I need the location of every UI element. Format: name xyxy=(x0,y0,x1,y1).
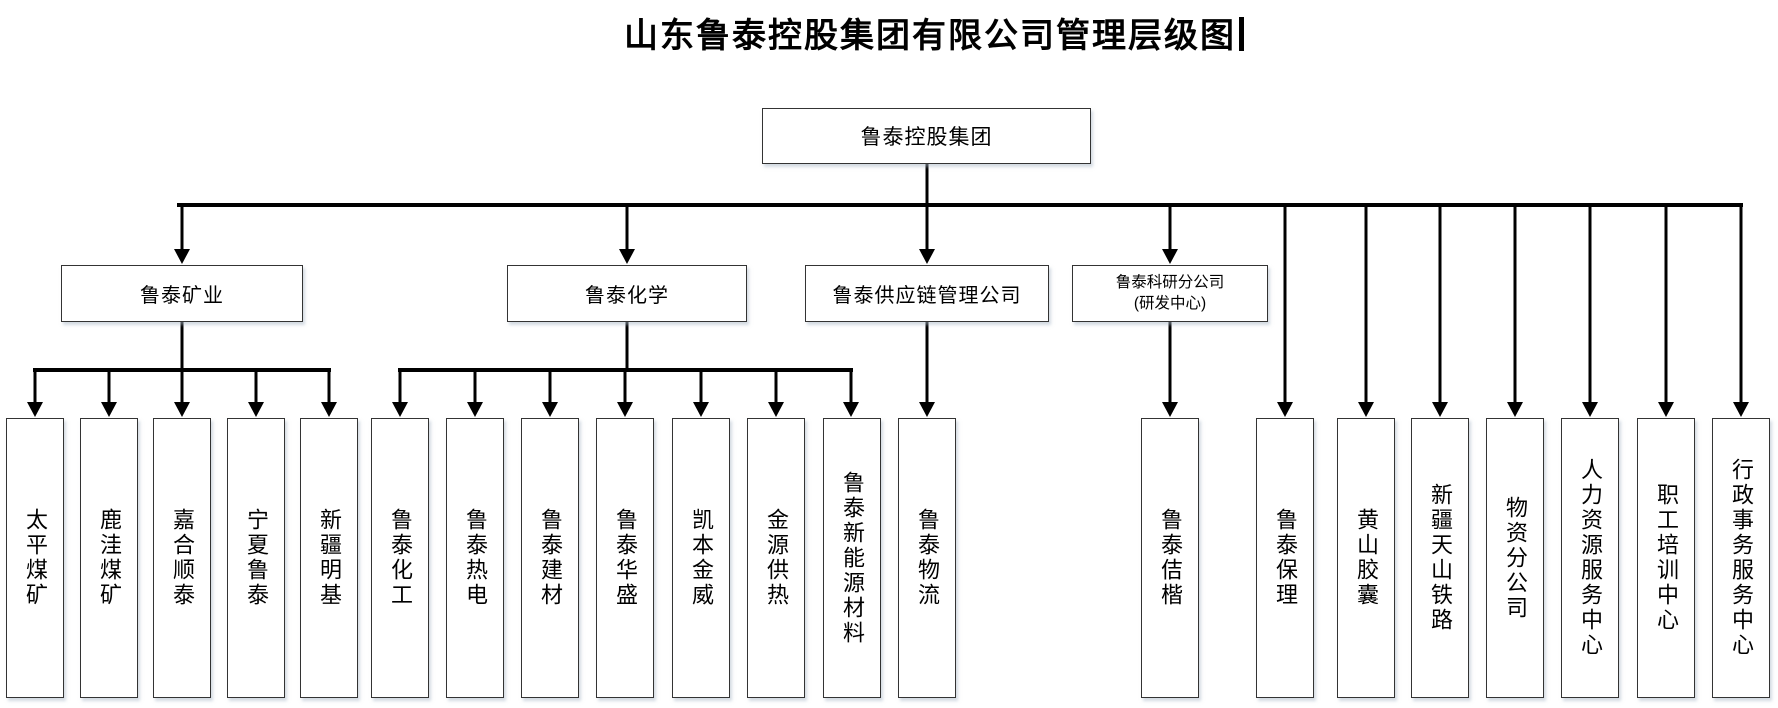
org-node-lutai-chemical[interactable]: 鲁泰化学 xyxy=(507,265,747,322)
org-node-label: 鲁泰矿业 xyxy=(140,285,224,307)
org-node-staff-training-center[interactable]: 职工培训中心 xyxy=(1637,418,1695,698)
org-node-label: 鲁泰保理 xyxy=(1273,508,1298,608)
org-node-label: 物资分公司 xyxy=(1503,495,1528,621)
org-node-taiping-coal[interactable]: 太平煤矿 xyxy=(6,418,64,698)
org-node-lutai-new-energy[interactable]: 鲁泰新能源材料 xyxy=(823,418,881,698)
org-node-label: 鲁泰控股集团 xyxy=(860,126,993,149)
org-node-lutai-mining[interactable]: 鲁泰矿业 xyxy=(61,265,303,322)
text-cursor xyxy=(1239,17,1244,51)
org-node-label: 鲁泰化学 xyxy=(585,285,669,307)
org-node-label: 太平煤矿 xyxy=(23,508,48,608)
org-node-root[interactable]: 鲁泰控股集团 xyxy=(762,108,1091,164)
org-node-lutai-factoring[interactable]: 鲁泰保理 xyxy=(1256,418,1314,698)
org-node-label: 宁夏鲁泰 xyxy=(244,508,269,608)
page-title: 山东鲁泰控股集团有限公司管理层级图 xyxy=(624,18,1236,55)
org-node-kaiben-jinwei[interactable]: 凯本金威 xyxy=(672,418,730,698)
org-node-hr-service-center[interactable]: 人力资源服务中心 xyxy=(1561,418,1619,698)
org-node-luwa-coal[interactable]: 鹿洼煤矿 xyxy=(80,418,138,698)
org-node-label: 鲁泰科研分公司 xyxy=(1115,273,1225,291)
org-node-lutai-huasheng[interactable]: 鲁泰华盛 xyxy=(596,418,654,698)
org-node-label: 鲁泰热电 xyxy=(463,508,488,608)
org-node-label: (研发中心) xyxy=(1133,294,1207,312)
org-node-lutai-logistics[interactable]: 鲁泰物流 xyxy=(898,418,956,698)
org-node-xinjiang-mingji[interactable]: 新疆明基 xyxy=(300,418,358,698)
org-node-label: 人力资源服务中心 xyxy=(1578,458,1603,658)
title-row: 山东鲁泰控股集团有限公司管理层级图 xyxy=(90,8,1778,57)
org-node-lutai-supply-chain[interactable]: 鲁泰供应链管理公司 xyxy=(805,265,1049,322)
org-node-huangshan-capsule[interactable]: 黄山胶囊 xyxy=(1337,418,1395,698)
org-node-lutai-jikai[interactable]: 鲁泰佶楷 xyxy=(1141,418,1199,698)
org-node-admin-service-center[interactable]: 行政事务服务中心 xyxy=(1712,418,1770,698)
org-node-label: 鲁泰物流 xyxy=(915,508,940,608)
org-node-label: 凯本金威 xyxy=(689,508,714,608)
org-node-label: 鲁泰华盛 xyxy=(613,508,638,608)
org-node-label: 鲁泰佶楷 xyxy=(1158,508,1183,608)
org-node-label: 嘉合顺泰 xyxy=(170,508,195,608)
org-node-label: 新疆天山铁路 xyxy=(1428,483,1453,633)
org-node-label: 职工培训中心 xyxy=(1654,483,1679,633)
org-node-lutai-huagong[interactable]: 鲁泰化工 xyxy=(371,418,429,698)
org-node-label: 鲁泰化工 xyxy=(388,508,413,608)
org-node-label: 鹿洼煤矿 xyxy=(97,508,122,608)
org-node-tianshan-railway[interactable]: 新疆天山铁路 xyxy=(1411,418,1469,698)
org-node-jinyuan-heating[interactable]: 金源供热 xyxy=(747,418,805,698)
org-node-lutai-research[interactable]: 鲁泰科研分公司 (研发中心) xyxy=(1072,265,1268,322)
org-node-materials-branch[interactable]: 物资分公司 xyxy=(1486,418,1544,698)
org-node-lutai-building-materials[interactable]: 鲁泰建材 xyxy=(521,418,579,698)
org-node-label: 黄山胶囊 xyxy=(1354,508,1379,608)
org-node-jiahe-shuntai[interactable]: 嘉合顺泰 xyxy=(153,418,211,698)
org-node-label: 鲁泰新能源材料 xyxy=(840,470,865,646)
org-node-label: 鲁泰供应链管理公司 xyxy=(832,285,1022,307)
org-node-ningxia-lutai[interactable]: 宁夏鲁泰 xyxy=(227,418,285,698)
org-node-label: 金源供热 xyxy=(764,508,789,608)
org-node-label: 行政事务服务中心 xyxy=(1729,458,1754,658)
org-node-label: 鲁泰建材 xyxy=(538,508,563,608)
org-node-lutai-thermal-power[interactable]: 鲁泰热电 xyxy=(446,418,504,698)
org-node-label: 新疆明基 xyxy=(317,508,342,608)
